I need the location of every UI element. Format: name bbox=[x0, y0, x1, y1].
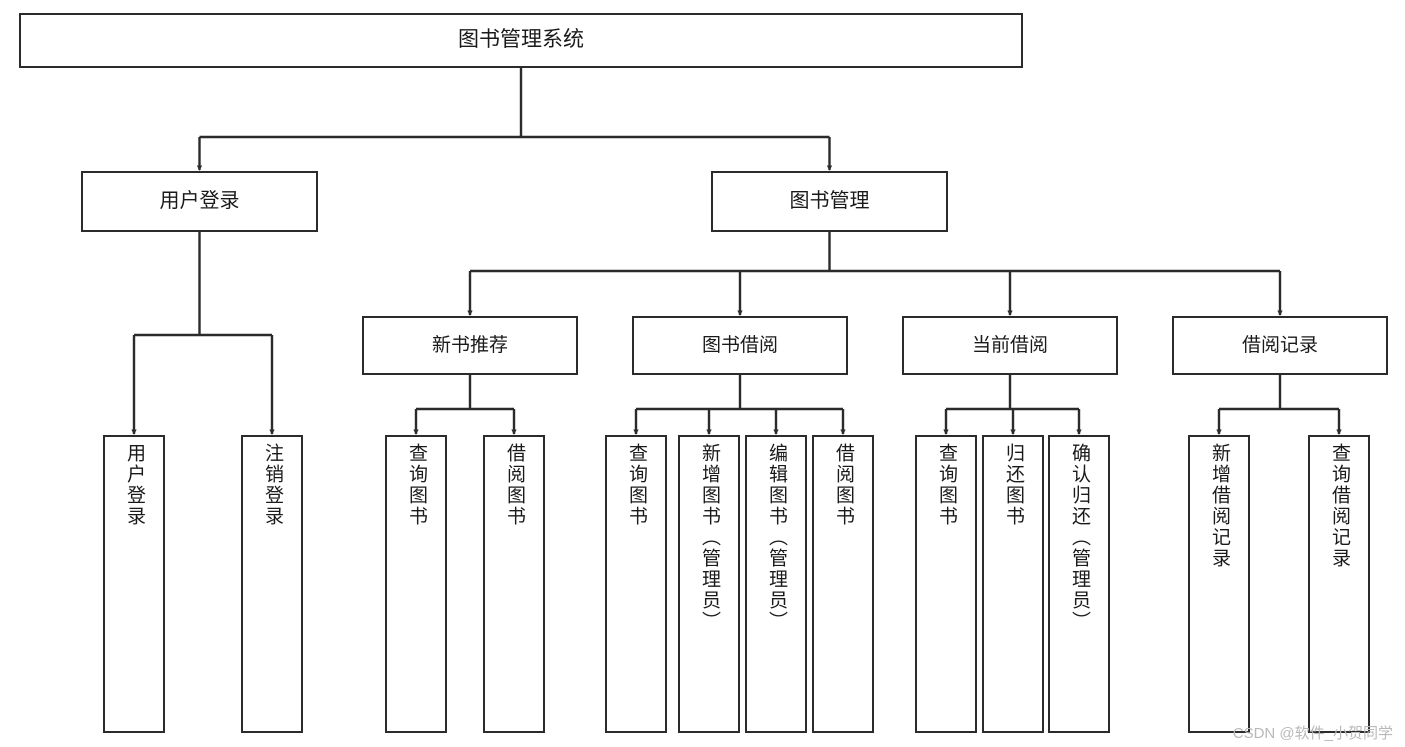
node-leaf-record-add[interactable]: 新增借阅记录 bbox=[1188, 435, 1250, 733]
node-leaf-user-login[interactable]: 用户登录 bbox=[103, 435, 165, 733]
node-newbook[interactable]: 新书推荐 bbox=[362, 316, 578, 375]
node-label: 确认归还（管理员） bbox=[1068, 443, 1090, 632]
node-label: 图书管理系统 bbox=[458, 28, 584, 52]
node-label: 编辑图书（管理员） bbox=[765, 443, 787, 632]
node-leaf-current-query[interactable]: 查询图书 bbox=[915, 435, 977, 733]
node-leaf-borrow-query[interactable]: 查询图书 bbox=[605, 435, 667, 733]
node-current[interactable]: 当前借阅 bbox=[902, 316, 1118, 375]
node-label: 借阅图书 bbox=[503, 443, 525, 527]
node-leaf-borrow-lend[interactable]: 借阅图书 bbox=[812, 435, 874, 733]
node-label: 新增借阅记录 bbox=[1208, 443, 1230, 569]
node-label: 归还图书 bbox=[1002, 443, 1024, 527]
node-leaf-newbook-query[interactable]: 查询图书 bbox=[385, 435, 447, 733]
watermark-text: CSDN @软件_小贺同学 bbox=[1232, 725, 1393, 742]
node-login[interactable]: 用户登录 bbox=[81, 171, 318, 232]
node-leaf-borrow-edit[interactable]: 编辑图书（管理员） bbox=[745, 435, 807, 733]
node-leaf-borrow-add[interactable]: 新增图书（管理员） bbox=[678, 435, 740, 733]
node-label: 查询图书 bbox=[935, 443, 957, 527]
node-label: 图书管理 bbox=[789, 190, 870, 212]
node-borrow[interactable]: 图书借阅 bbox=[632, 316, 848, 375]
node-record[interactable]: 借阅记录 bbox=[1172, 316, 1388, 375]
node-leaf-newbook-borrow[interactable]: 借阅图书 bbox=[483, 435, 545, 733]
node-label: 借阅图书 bbox=[832, 443, 854, 527]
node-label: 查询图书 bbox=[625, 443, 647, 527]
node-label: 新增图书（管理员） bbox=[698, 443, 720, 632]
node-bookmgmt[interactable]: 图书管理 bbox=[711, 171, 948, 232]
node-label: 借阅记录 bbox=[1241, 334, 1318, 356]
node-label: 查询图书 bbox=[405, 443, 427, 527]
node-leaf-record-query[interactable]: 查询借阅记录 bbox=[1308, 435, 1370, 733]
node-leaf-current-return[interactable]: 归还图书 bbox=[982, 435, 1044, 733]
node-label: 查询借阅记录 bbox=[1328, 443, 1350, 569]
node-root[interactable]: 图书管理系统 bbox=[19, 13, 1023, 68]
node-label: 图书借阅 bbox=[701, 334, 778, 356]
node-leaf-current-confirm[interactable]: 确认归还（管理员） bbox=[1048, 435, 1110, 733]
node-label: 当前借阅 bbox=[971, 334, 1048, 356]
node-label: 注销登录 bbox=[261, 443, 283, 527]
node-label: 新书推荐 bbox=[431, 334, 508, 356]
node-leaf-user-logout[interactable]: 注销登录 bbox=[241, 435, 303, 733]
node-label: 用户登录 bbox=[123, 443, 145, 527]
node-label: 用户登录 bbox=[159, 190, 240, 212]
